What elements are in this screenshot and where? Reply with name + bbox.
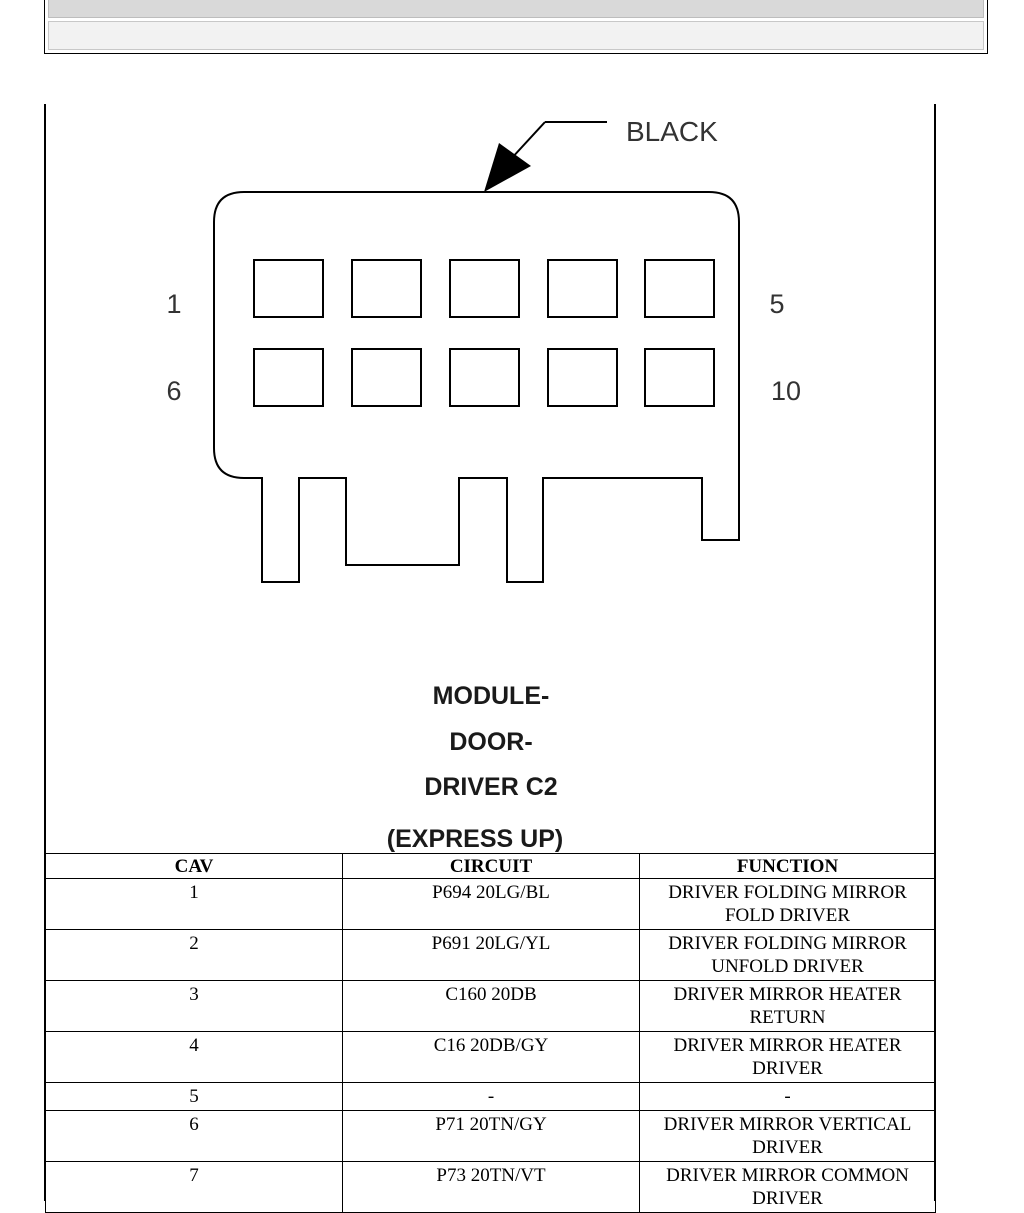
cavity-8 xyxy=(449,348,520,407)
cell-function: DRIVER MIRROR HEATER DRIVER xyxy=(639,1031,936,1083)
connector-diagram: BLACK 1 5 6 10 MODULE- DOOR- DRIVER C2 (… xyxy=(166,116,801,853)
cavity-9 xyxy=(547,348,618,407)
cell-function: DRIVER FOLDING MIRROR UNFOLD DRIVER xyxy=(639,929,936,981)
cell-cav: 5 xyxy=(45,1082,343,1111)
cell-function: DRIVER MIRROR HEATER RETURN xyxy=(639,980,936,1032)
frame-right-border xyxy=(934,104,936,1201)
cell-cav: 6 xyxy=(45,1110,343,1162)
cell-circuit: P691 20LG/YL xyxy=(342,929,640,981)
cell-circuit: C160 20DB xyxy=(342,980,640,1032)
diagram-title-line-3: DRIVER C2 xyxy=(424,773,557,801)
frame-left-border xyxy=(44,104,46,1201)
pinout-table: CAV CIRCUIT FUNCTION 1 P694 20LG/BL DRIV… xyxy=(45,853,936,1213)
cell-circuit: P71 20TN/GY xyxy=(342,1110,640,1162)
diagram-title-line-1: MODULE- xyxy=(433,682,550,710)
diagram-title-line-4: (EXPRESS UP) xyxy=(387,825,563,853)
table-row: 5 - - xyxy=(45,1082,936,1111)
cavity-3 xyxy=(449,259,520,318)
header-subbar xyxy=(48,21,984,50)
table-header-row: CAV CIRCUIT FUNCTION xyxy=(45,853,936,879)
cavity-4 xyxy=(547,259,618,318)
page-header-box xyxy=(44,0,988,54)
cell-circuit: - xyxy=(342,1082,640,1111)
pin-label-1: 1 xyxy=(166,289,181,319)
connector-housing xyxy=(213,191,740,583)
cell-function: DRIVER FOLDING MIRROR FOLD DRIVER xyxy=(639,878,936,930)
cavity-10 xyxy=(644,348,715,407)
cell-cav: 3 xyxy=(45,980,343,1032)
cell-circuit: P694 20LG/BL xyxy=(342,878,640,930)
table-row: 6 P71 20TN/GY DRIVER MIRROR VERTICAL DRI… xyxy=(45,1110,936,1162)
table-row: 3 C160 20DB DRIVER MIRROR HEATER RETURN xyxy=(45,980,936,1032)
cell-cav: 4 xyxy=(45,1031,343,1083)
cell-circuit: P73 20TN/VT xyxy=(342,1161,640,1213)
header-circuit: CIRCUIT xyxy=(342,853,640,879)
cell-cav: 7 xyxy=(45,1161,343,1213)
table-row: 7 P73 20TN/VT DRIVER MIRROR COMMON DRIVE… xyxy=(45,1161,936,1213)
cavity-6 xyxy=(253,348,324,407)
table-row: 4 C16 20DB/GY DRIVER MIRROR HEATER DRIVE… xyxy=(45,1031,936,1083)
arrow-head xyxy=(484,143,531,192)
arrow-leader-diagonal xyxy=(509,121,546,161)
diagram-title-line-2: DOOR- xyxy=(449,728,532,756)
connector-color-label: BLACK xyxy=(626,116,718,147)
cavity-7 xyxy=(351,348,422,407)
table-row: 1 P694 20LG/BL DRIVER FOLDING MIRROR FOL… xyxy=(45,878,936,930)
cell-cav: 1 xyxy=(45,878,343,930)
cavity-5 xyxy=(644,259,715,318)
table-row: 2 P691 20LG/YL DRIVER FOLDING MIRROR UNF… xyxy=(45,929,936,981)
pin-label-5: 5 xyxy=(769,289,784,319)
header-function: FUNCTION xyxy=(639,853,936,879)
header-cav: CAV xyxy=(45,853,343,879)
cell-function: - xyxy=(639,1082,936,1111)
cavity-2 xyxy=(351,259,422,318)
cavity-1 xyxy=(253,259,324,318)
cell-function: DRIVER MIRROR VERTICAL DRIVER xyxy=(639,1110,936,1162)
header-bar xyxy=(48,0,984,18)
cell-circuit: C16 20DB/GY xyxy=(342,1031,640,1083)
cell-function: DRIVER MIRROR COMMON DRIVER xyxy=(639,1161,936,1213)
cell-cav: 2 xyxy=(45,929,343,981)
pin-label-10: 10 xyxy=(771,376,801,406)
pin-label-6: 6 xyxy=(166,376,181,406)
